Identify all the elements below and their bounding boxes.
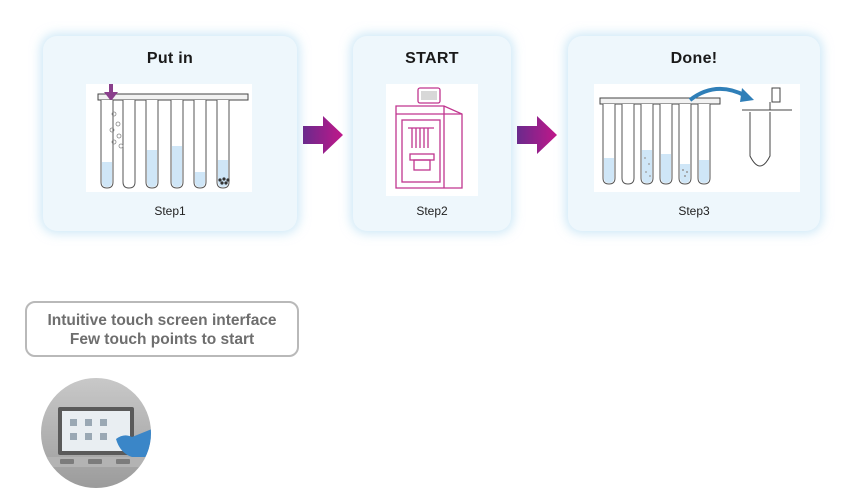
step3-title: Done!: [670, 50, 718, 67]
feature-callout: Intuitive touch screen interface Few tou…: [25, 301, 299, 357]
step2-title: START: [405, 50, 459, 67]
step1-illustration: [86, 84, 252, 192]
step3-label: Step3: [678, 204, 710, 218]
step2-label: Step2: [416, 204, 448, 218]
step3-illustration: [594, 84, 800, 192]
feature-line2: Few touch points to start: [69, 331, 255, 348]
step1-title: Put in: [146, 50, 194, 67]
step1-label: Step1: [154, 204, 186, 218]
arrow-right-icon: [303, 116, 343, 154]
touch-screen-photo: [41, 378, 151, 488]
curved-arrow-icon: [688, 87, 754, 102]
arrow-right-icon: [517, 116, 557, 154]
step3-card: Done!: [568, 36, 820, 231]
arrow-down-icon: [104, 84, 118, 101]
step2-illustration: [386, 84, 478, 196]
step1-card: Put in: [43, 36, 297, 231]
step2-card: START Step2: [353, 36, 511, 231]
feature-line1: Intuitive touch screen interface: [47, 312, 277, 329]
